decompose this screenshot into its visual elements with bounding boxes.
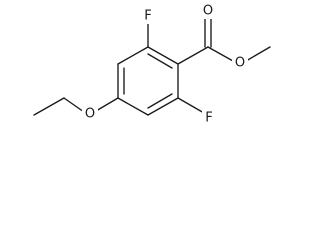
bond-ester-oxygen-to-methyl: [245, 46, 271, 62]
ring-bond-c2-c3: [117, 46, 149, 65]
ring-double-bond-inner-1: [147, 53, 173, 69]
ether-oxygen-label: O: [85, 107, 95, 122]
ring-double-bond-inner-3: [147, 93, 173, 109]
ring-bond-c5-c6: [147, 97, 179, 116]
ethoxy-group: [33, 97, 119, 116]
fluorine-bottom-label: F: [205, 111, 212, 126]
bond-ether-oxygen-to-ch2: [63, 97, 85, 113]
bond-ch2-to-ch3: [33, 97, 65, 116]
methyl-ester-group: [177, 17, 271, 65]
bond-ring-to-carbonyl: [177, 46, 209, 65]
bond-ring-to-fluorine-bottom: [177, 97, 205, 114]
ring-bond-c4-c5: [117, 97, 149, 116]
fluorine-top-label: F: [144, 9, 151, 24]
chemical-structure-diagram: O O F F O: [33, 3, 271, 126]
bond-ring-to-ether-oxygen: [95, 97, 119, 112]
carbonyl-oxygen-label: O: [203, 4, 213, 19]
bond-carbonyl-to-ester-oxygen: [207, 46, 234, 62]
benzene-ring: [117, 46, 179, 116]
ester-oxygen-label: O: [235, 56, 245, 71]
ring-bond-c1-c2: [147, 46, 179, 65]
